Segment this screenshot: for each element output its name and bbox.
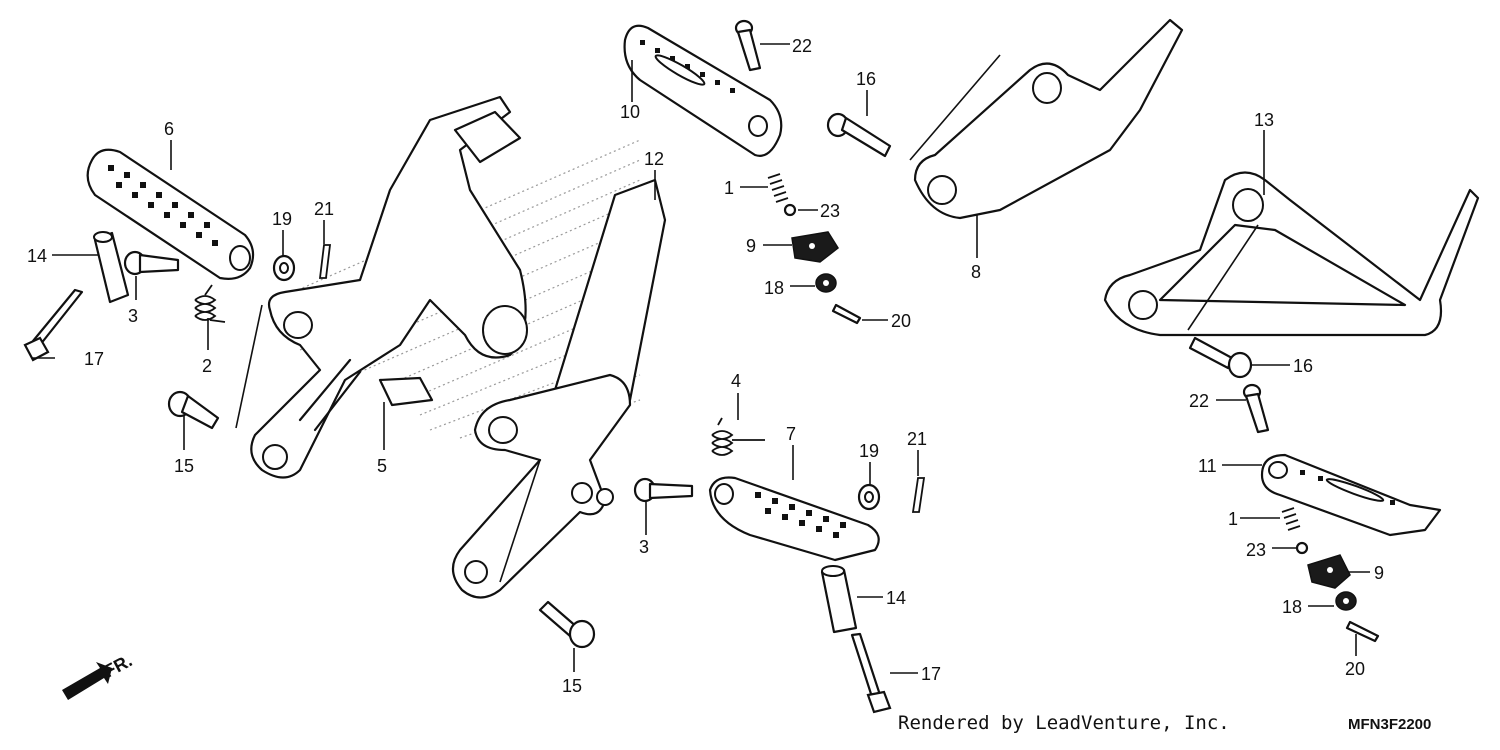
callout-13: 13: [1254, 110, 1274, 130]
callout-6: 6: [164, 119, 174, 139]
callout-16: 16: [856, 69, 876, 89]
callout-22: 22: [792, 36, 812, 56]
part-16-bolt-lower: [1188, 336, 1253, 379]
callout-21-right: 21: [907, 429, 927, 449]
callout-labels: 6 14 3 2 17 19 21 15 5 12 10 22 16 1 23 …: [27, 36, 1384, 696]
callout-16-lower: 16: [1293, 356, 1313, 376]
callout-5: 5: [377, 456, 387, 476]
part-5-bracket: [250, 95, 528, 479]
callout-14-right: 14: [886, 588, 906, 608]
part-20-screw-lower: [1345, 620, 1380, 643]
callout-11: 11: [1198, 456, 1217, 476]
callout-1: 1: [724, 178, 734, 198]
part-22-pin: [734, 19, 762, 72]
leader-lines: [32, 43, 1370, 674]
callout-4: 4: [731, 371, 741, 391]
part-9-plate-lower: [1307, 554, 1351, 589]
callout-9-lower: 9: [1374, 563, 1384, 583]
callout-12: 12: [644, 149, 664, 169]
callout-3: 3: [128, 306, 138, 326]
part-14-collar-right: [820, 565, 858, 634]
part-20-screw: [831, 303, 862, 325]
part-13-bracket: [1103, 171, 1480, 337]
callout-15: 15: [174, 456, 194, 476]
callout-20: 20: [891, 311, 911, 331]
part-3-pin-right: [633, 477, 694, 503]
part-6-footpeg: [86, 148, 255, 280]
credit-text: Rendered by LeadVenture, Inc.: [898, 712, 1230, 734]
part-23-ball-lower: [1295, 541, 1309, 555]
part-10-footpeg: [623, 24, 783, 157]
diagram-code: MFN3F2200: [1348, 716, 1432, 733]
callout-17: 17: [84, 349, 104, 369]
part-19-washer-right: [857, 483, 881, 511]
callout-23: 23: [820, 201, 840, 221]
part-18-nut-lower: [1335, 591, 1357, 611]
callout-21: 21: [314, 199, 334, 219]
callout-15-lower: 15: [562, 676, 582, 696]
callout-19: 19: [272, 209, 292, 229]
callout-18: 18: [764, 278, 784, 298]
part-18-nut: [815, 273, 837, 293]
part-19-washer: [272, 254, 296, 282]
part-15-bolt-lower: [538, 600, 596, 649]
part-17-bolt: [23, 288, 84, 362]
callout-17-right: 17: [921, 664, 941, 684]
part-21-cotter-pin-right: [911, 477, 926, 513]
callout-10: 10: [620, 102, 640, 122]
part-3-pin: [123, 250, 180, 276]
callout-3-right: 3: [639, 537, 649, 557]
part-7-footpeg: [708, 476, 880, 562]
callout-14: 14: [27, 246, 47, 266]
callout-22-lower: 22: [1189, 391, 1209, 411]
front-direction-arrow: FR.: [62, 650, 135, 700]
part-22-pin-lower: [1242, 383, 1270, 434]
callout-1-lower: 1: [1228, 509, 1238, 529]
callout-8: 8: [971, 262, 981, 282]
part-4-spring: [711, 417, 765, 456]
part-16-bolt: [826, 112, 892, 158]
callout-18-lower: 18: [1282, 597, 1302, 617]
callout-23-lower: 23: [1246, 540, 1266, 560]
part-11-footpeg: [1260, 453, 1442, 537]
part-23-ball: [783, 203, 797, 217]
part-17-bolt-right: [850, 632, 892, 714]
part-15-bolt: [167, 390, 220, 430]
part-21-cotter-pin: [318, 244, 332, 279]
callout-20-lower: 20: [1345, 659, 1365, 679]
part-2-spring: [194, 284, 226, 323]
callout-7: 7: [786, 424, 796, 444]
part-12-heel-plate: [451, 178, 667, 599]
part-14-collar: [93, 231, 130, 304]
part-8-bracket: [913, 18, 1184, 220]
callout-19-right: 19: [859, 441, 879, 461]
callout-2: 2: [202, 356, 212, 376]
callout-9: 9: [746, 236, 756, 256]
part-1-spring-lower: [1281, 507, 1301, 531]
part-1-spring: [767, 173, 789, 203]
part-9-plate: [791, 231, 839, 263]
